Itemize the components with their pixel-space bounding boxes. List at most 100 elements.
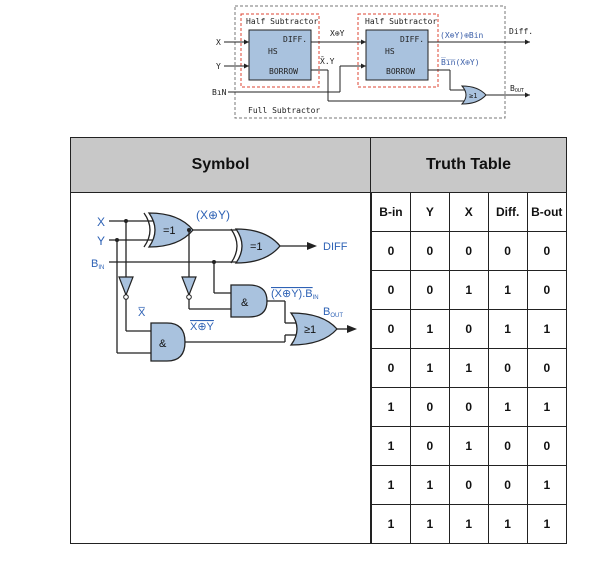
or-gate-label: ≥1 [304,324,316,336]
table-cell: 0 [371,309,411,349]
hs1-boundary [240,13,320,88]
table-cell: 1 [526,504,566,543]
xor1-gate-icon [147,212,194,248]
diff-expr-label: (X⊕Y)⊕Bin [440,31,484,40]
table-cell: 1 [448,504,489,543]
full-subtractor-boundary [234,5,506,119]
table-cell: 0 [448,465,489,505]
y-input-label: Y [216,62,221,71]
full-subtractor-block-diagram: Half Subtractor DIFF. HS BORROW Half Sub… [212,5,533,119]
table-cell: 1 [448,348,489,388]
table-cell: 1 [448,426,489,466]
xor2-gate-back-curve [230,228,238,264]
xor2-gate-label: =1 [250,241,263,253]
symbol-truth-table-panel: Symbol Truth Table X Y BIN =1 (X⊕Y) [70,137,567,544]
symbol-cell: X Y BIN =1 (X⊕Y) =1 [71,193,371,543]
bout-label: BOUT [323,306,343,319]
bout-output-label: BOUT [510,84,524,94]
table-cell: 1 [371,387,411,427]
truth-table-header: Truth Table [371,138,566,193]
table-cell: 0 [371,270,411,310]
hs1-borrow-port: BORROW [269,67,298,76]
table-cell: 0 [487,348,528,388]
hs2-title: Half Subtractor [365,17,437,26]
table-cell: 0 [371,231,411,271]
or-gate-icon [460,85,487,105]
or-gate-icon [289,312,338,346]
hs1-title: Half Subtractor [246,17,318,26]
xor-wire-arrow-icon [361,39,366,45]
table-cell: 1 [409,504,450,543]
xor2-gate-icon [234,228,281,264]
symbol-header: Symbol [71,138,371,193]
diff-output-arrow-icon [525,39,530,45]
col-header-bin: B-in [371,193,411,232]
table-cell: 0 [371,348,411,388]
xbar-y-wire-label: X̄.Y [320,56,335,66]
x-input-label: X [216,38,221,47]
xor-not-gate-icon [181,276,197,297]
col-header-y: Y [409,193,450,232]
symbol-y-label: Y [97,234,105,248]
diff-output-label: DIFF [323,241,348,253]
table-cell: 0 [409,231,450,271]
xor-not-bubble [186,294,192,300]
hs1-block [248,29,312,81]
full-subtractor-caption: Full Subtractor [248,106,320,115]
and2-gate-icon [150,322,186,362]
diff-output-label: Diff. [509,27,533,36]
hs2-block [365,29,429,81]
table-cell: 1 [526,387,566,427]
and1-expression-label: (X⊕Y).BIN [271,288,319,301]
xor-expression-label: (X⊕Y) [196,208,230,222]
symbol-bin-label: BIN [91,258,104,271]
table-cell: 0 [448,309,489,349]
table-cell: 1 [371,465,411,505]
table-cell: 0 [526,348,566,388]
table-cell: 0 [409,426,450,466]
hs1-diff-port: DIFF. [283,35,307,44]
table-cell: 1 [371,504,411,543]
full-subtractor-logic-symbol: X Y BIN =1 (X⊕Y) =1 [91,208,357,362]
and2-gate-label: & [159,338,167,350]
bout-arrow-icon [347,325,357,333]
hs2-borrow-port: BORROW [386,67,415,76]
table-cell: 1 [487,504,528,543]
hs1-label: HS [268,47,278,56]
table-cell: 0 [448,231,489,271]
bin-input-label: BıN [212,88,227,97]
col-header-x: X [448,193,489,232]
or-gate-label: ≥1 [469,92,477,100]
hs2-diff-port: DIFF. [400,35,424,44]
table-cell: 0 [526,231,566,271]
table-cell: 0 [526,426,566,466]
hs2-label: HS [385,47,395,56]
table-cell: 0 [448,387,489,427]
table-cell: 0 [487,465,528,505]
hs2-borrow-in-arrow-icon [361,63,366,69]
table-cell: 0 [409,387,450,427]
bout-arrow-icon [525,92,530,98]
table-cell: 1 [409,348,450,388]
y-input-arrow-icon [244,63,249,69]
and1-gate-label: & [241,297,249,309]
x-not-gate-icon [118,276,134,297]
table-cell: 1 [487,309,528,349]
xor1-gate-label: =1 [163,225,176,237]
table-cell: 1 [409,465,450,505]
table-cell: 1 [409,309,450,349]
and1-gate-icon [230,284,268,318]
x-not-bubble [123,294,129,300]
table-cell: 0 [487,231,528,271]
table-cell: 0 [409,270,450,310]
x-input-arrow-icon [244,39,249,45]
table-cell: 1 [526,309,566,349]
diff-arrow-icon [307,242,317,250]
table-cell: 1 [487,270,528,310]
